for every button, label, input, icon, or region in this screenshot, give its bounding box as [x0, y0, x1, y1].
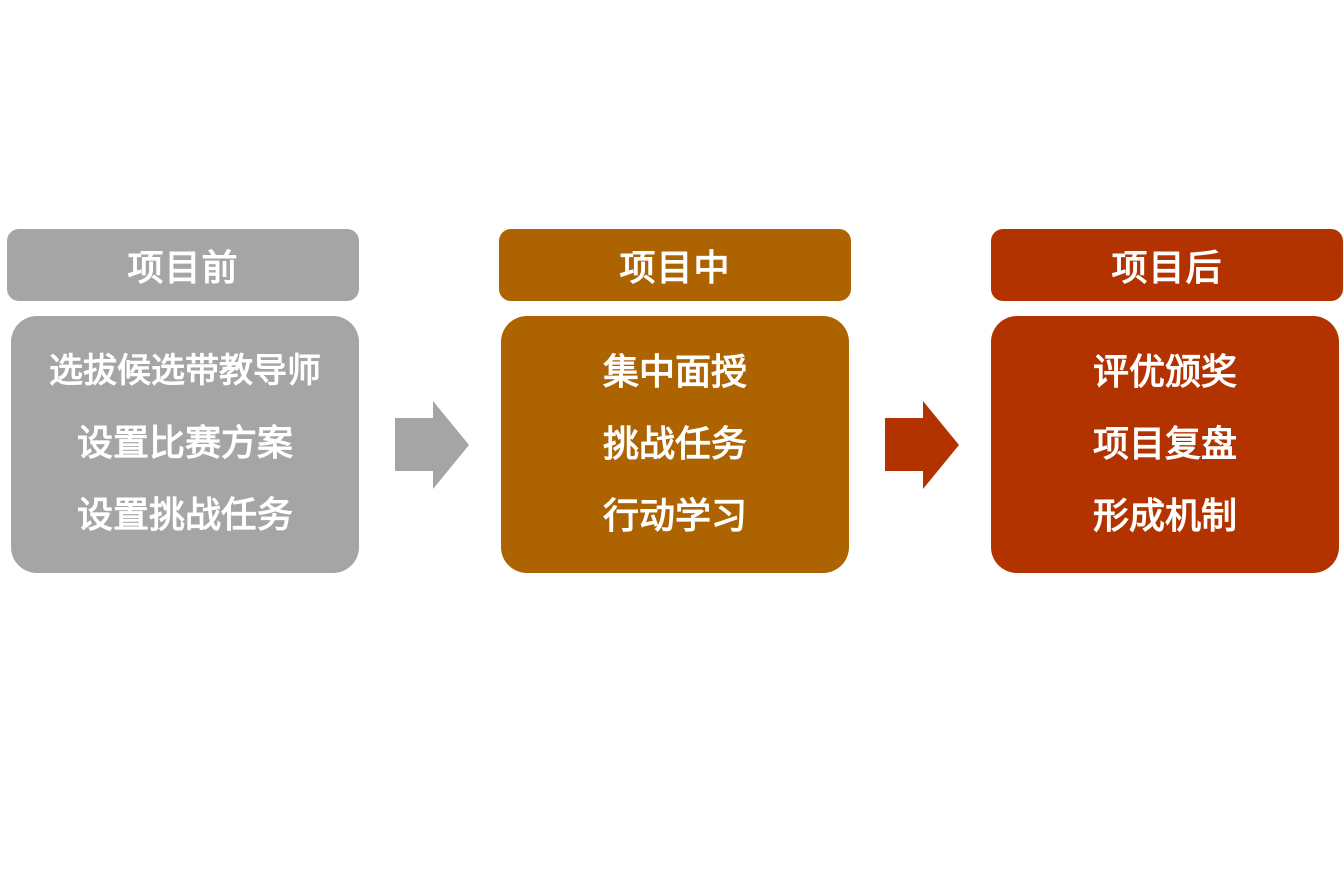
phase-during-item-1: 集中面授	[602, 351, 747, 393]
phase-during-body: 集中面授 挑战任务 行动学习	[501, 316, 849, 573]
phase-before-item-2: 设置比赛方案	[76, 422, 293, 464]
phase-after-header: 项目后	[991, 229, 1343, 301]
phase-after-title: 项目后	[1111, 248, 1223, 289]
phase-before-body: 选拔候选带教导师 设置比赛方案 设置挑战任务	[11, 316, 359, 573]
arrow-right-icon	[885, 401, 959, 489]
phase-before-title: 项目前	[127, 248, 239, 289]
phase-after-item-2: 项目复盘	[1092, 423, 1237, 465]
arrow-right-icon	[395, 401, 469, 489]
phase-during-item-2: 挑战任务	[602, 423, 747, 465]
phase-before-item-3: 设置挑战任务	[76, 495, 293, 537]
phase-during-title: 项目中	[619, 248, 731, 289]
phase-after-item-1: 评优颁奖	[1092, 351, 1237, 393]
phase-after-body: 评优颁奖 项目复盘 形成机制	[991, 316, 1339, 573]
phase-after-item-3: 形成机制	[1092, 495, 1237, 537]
phase-before-header: 项目前	[7, 229, 359, 301]
phase-before-item-1: 选拔候选带教导师	[49, 351, 321, 392]
phase-during-header: 项目中	[499, 229, 851, 301]
phase-during-item-3: 行动学习	[602, 495, 747, 537]
